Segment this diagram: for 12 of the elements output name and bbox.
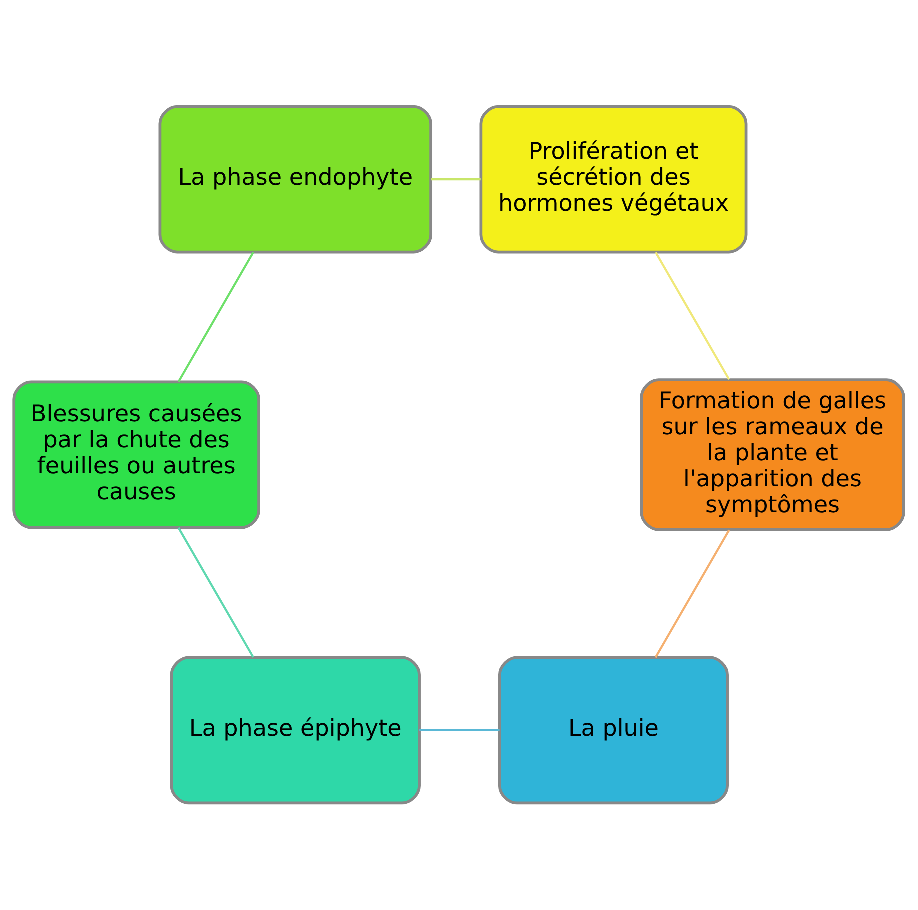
- connector: [655, 252, 730, 380]
- connector: [178, 252, 254, 382]
- node-box: Blessures causées par la chute des feuilles ou autres causes: [12, 380, 260, 530]
- node-box: Formation de galles sur les rameaux de la plante et l'apparition des symptômes: [640, 378, 906, 532]
- node-box: La pluie: [498, 656, 729, 805]
- connector: [420, 729, 500, 732]
- connector: [178, 527, 254, 658]
- connector: [431, 178, 481, 181]
- connector: [654, 530, 730, 658]
- node-box: Prolifération et sécrétion des hormones végétaux: [480, 105, 748, 254]
- node-box: La phase endophyte: [158, 105, 432, 254]
- node-box: La phase épiphyte: [170, 656, 421, 805]
